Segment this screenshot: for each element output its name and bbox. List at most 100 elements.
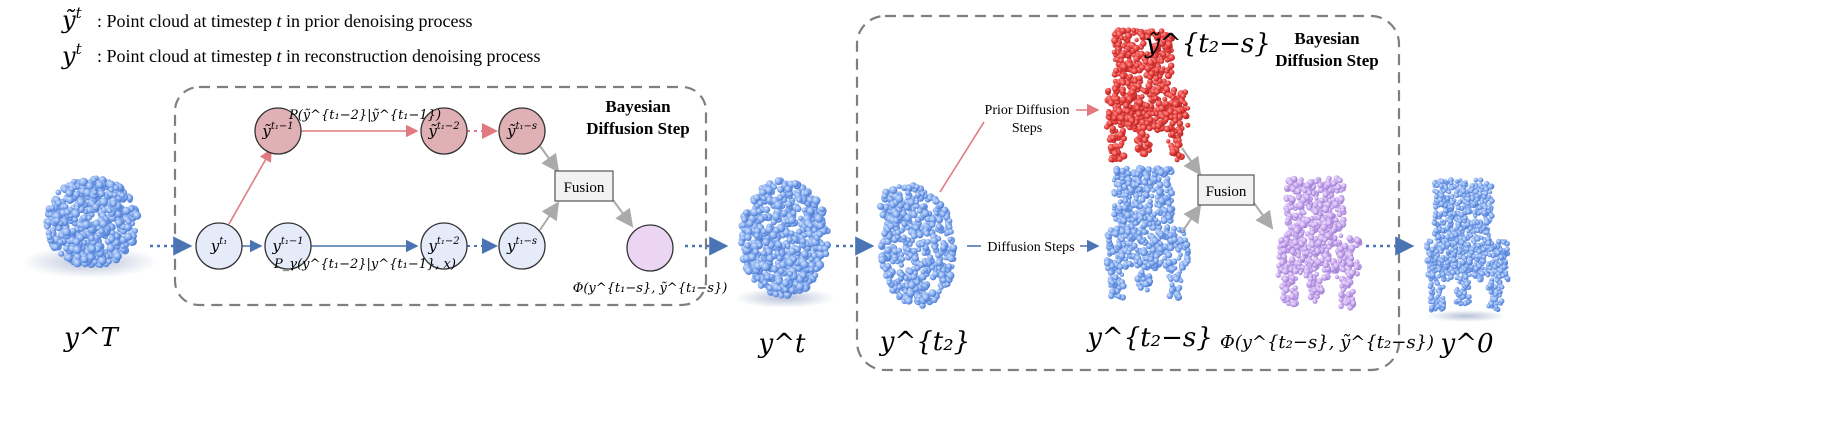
cloud-point: [1334, 274, 1340, 280]
cloud-point: [1484, 187, 1489, 192]
cloud-point: [1494, 278, 1500, 283]
cloud-point: [923, 230, 930, 237]
cloud-point: [1177, 108, 1183, 114]
cloud-point: [1109, 248, 1117, 255]
cloud-point: [1348, 255, 1354, 261]
cloud-point: [1445, 249, 1451, 254]
cloud-point: [742, 209, 750, 216]
cloud-point: [46, 234, 53, 241]
cloud-point: [910, 210, 918, 219]
cloud-point: [1121, 242, 1127, 248]
cloud-point: [1432, 213, 1438, 219]
cloud-point: [1428, 289, 1434, 295]
prior-cloud-label: ỹ^{t₂−s}: [1144, 29, 1271, 59]
cloud-point: [1120, 88, 1126, 94]
cloud-point: [1289, 196, 1296, 203]
cloud-point: [120, 243, 126, 249]
edge-recon-to-fusion: [539, 201, 560, 231]
cloud-point: [1133, 220, 1139, 226]
cloud-point: [1154, 88, 1161, 95]
cloud-point: [1292, 239, 1299, 246]
cloud-point: [73, 245, 82, 255]
cloud-point: [752, 248, 759, 255]
cloud-point: [765, 274, 771, 281]
cloud-point: [79, 177, 88, 187]
cloud-point: [1348, 269, 1356, 277]
cloud-point: [1124, 211, 1132, 219]
cloud-point: [1477, 191, 1483, 197]
cloud-point: [57, 239, 64, 245]
cloud-point: [1143, 192, 1150, 198]
cloud-point: [877, 202, 885, 210]
cloud-point: [1336, 177, 1343, 184]
cloud-point: [1478, 177, 1484, 183]
cloud-point: [1440, 244, 1447, 250]
cloud-point: [790, 256, 797, 263]
cloud-point: [1116, 205, 1123, 212]
cloud-point: [934, 198, 940, 204]
cloud-point: [1472, 210, 1477, 215]
cloud-point: [1454, 289, 1459, 295]
cloud-point: [1174, 157, 1180, 163]
cloud-point: [929, 264, 936, 271]
cloud-point: [1336, 211, 1343, 218]
cloud-point: [1126, 62, 1133, 69]
cloud-point: [106, 180, 116, 190]
cloud-point: [1286, 231, 1292, 237]
cloud-point: [1494, 305, 1499, 309]
cloud-point: [1185, 122, 1191, 128]
cloud-point: [772, 290, 780, 298]
cloud-point: [1161, 38, 1167, 44]
legend: ỹt : Point cloud at timestep t in prior …: [61, 4, 540, 70]
cloud-point: [1439, 219, 1444, 224]
cloud-point: [1141, 179, 1149, 186]
left-fusion-label: Fusion: [564, 180, 605, 196]
cloud-point: [1141, 136, 1149, 144]
cloud-point: [817, 245, 824, 252]
cloud-point: [785, 200, 793, 208]
cloud-point: [98, 256, 107, 266]
cloud-point: [1183, 261, 1189, 267]
cloud-point: [1488, 290, 1493, 295]
cloud-point: [1108, 99, 1115, 107]
final-chair-cloud: [1424, 177, 1511, 313]
cloud-point: [1325, 232, 1332, 239]
cloud-point: [756, 208, 763, 215]
cloud-point: [1140, 40, 1147, 47]
cloud-point: [1431, 219, 1438, 226]
right-box-edges: [939, 103, 1274, 253]
cloud-point: [1441, 188, 1446, 194]
cloud-point: [1465, 196, 1471, 202]
cloud-shadow: [735, 288, 835, 308]
cloud-point: [1138, 203, 1144, 209]
cloud-point: [110, 230, 116, 236]
cloud-point: [896, 247, 903, 254]
cloud-point: [1431, 299, 1436, 305]
cloud-point: [1163, 116, 1169, 122]
cloud-point: [1322, 262, 1329, 269]
cloud-point: [1297, 201, 1305, 209]
cloud-point: [1308, 253, 1313, 258]
cloud-point: [95, 181, 104, 189]
cloud-point: [1485, 236, 1491, 242]
cloud-point: [936, 288, 942, 295]
cloud-point: [806, 207, 815, 215]
cloud-point: [1456, 270, 1461, 275]
cloud-point: [1492, 296, 1498, 303]
cloud-point: [940, 267, 947, 273]
cloud-point: [935, 251, 942, 259]
cloud-point: [1115, 107, 1123, 116]
cloud-point: [929, 215, 937, 224]
cloud-point: [1169, 148, 1177, 156]
cloud-point: [1453, 249, 1458, 254]
cloud-point: [1440, 254, 1446, 260]
cloud-point: [1429, 272, 1436, 278]
cloud-point: [1289, 256, 1296, 263]
cloud-point: [1289, 274, 1296, 281]
cloud-point: [1168, 34, 1174, 39]
cloud-point: [1148, 98, 1153, 103]
cloud-point: [884, 238, 892, 246]
cloud-point: [1480, 258, 1487, 264]
cloud-point: [746, 219, 754, 227]
cloud-point: [1153, 42, 1161, 50]
